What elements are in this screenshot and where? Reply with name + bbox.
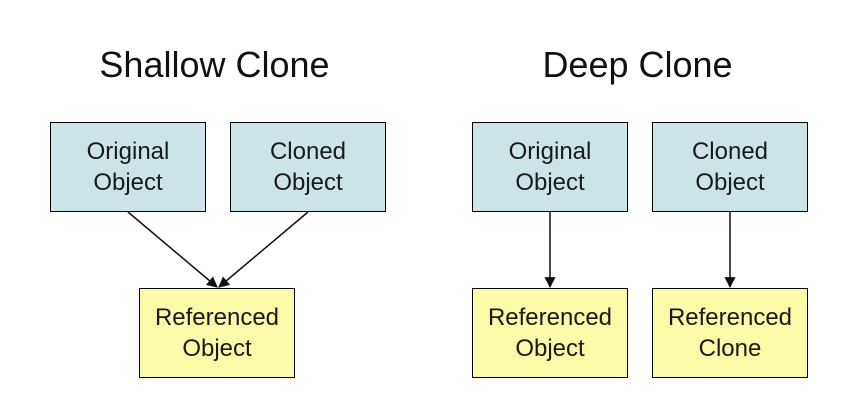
box-label-line: Referenced [154,304,280,331]
box-label-line: Object [515,169,585,196]
box-label-line: Clone [698,335,762,362]
deep-referenced-object-box: Referenced Object [472,288,628,378]
box-label-line: Original [508,138,592,165]
deep-original-object-box: Original Object [472,122,628,212]
box-label-line: Cloned [691,138,769,165]
shallow-cloned-to-referenced-arrow [218,211,309,288]
box-label-line: Original [86,138,170,165]
box-label-line: Object [273,169,343,196]
deep-referenced-clone-box: Referenced Clone [652,288,808,378]
deep-cloned-object-box: Cloned Object [652,122,808,212]
shallow-referenced-object-box: Referenced Object [139,288,295,378]
box-label-line: Cloned [269,138,347,165]
deep-clone-title: Deep Clone [542,44,733,85]
shallow-cloned-object-box: Cloned Object [230,122,386,212]
box-label-line: Object [515,335,585,362]
box-label-line: Object [695,169,765,196]
shallow-original-to-referenced-arrow [127,211,218,288]
shallow-original-object-box: Original Object [50,122,206,212]
shallow-clone-title: Shallow Clone [99,44,330,85]
box-label-line: Object [93,169,163,196]
box-label-line: Object [182,335,252,362]
box-label-line: Referenced [487,304,613,331]
box-label-line: Referenced [667,304,793,331]
